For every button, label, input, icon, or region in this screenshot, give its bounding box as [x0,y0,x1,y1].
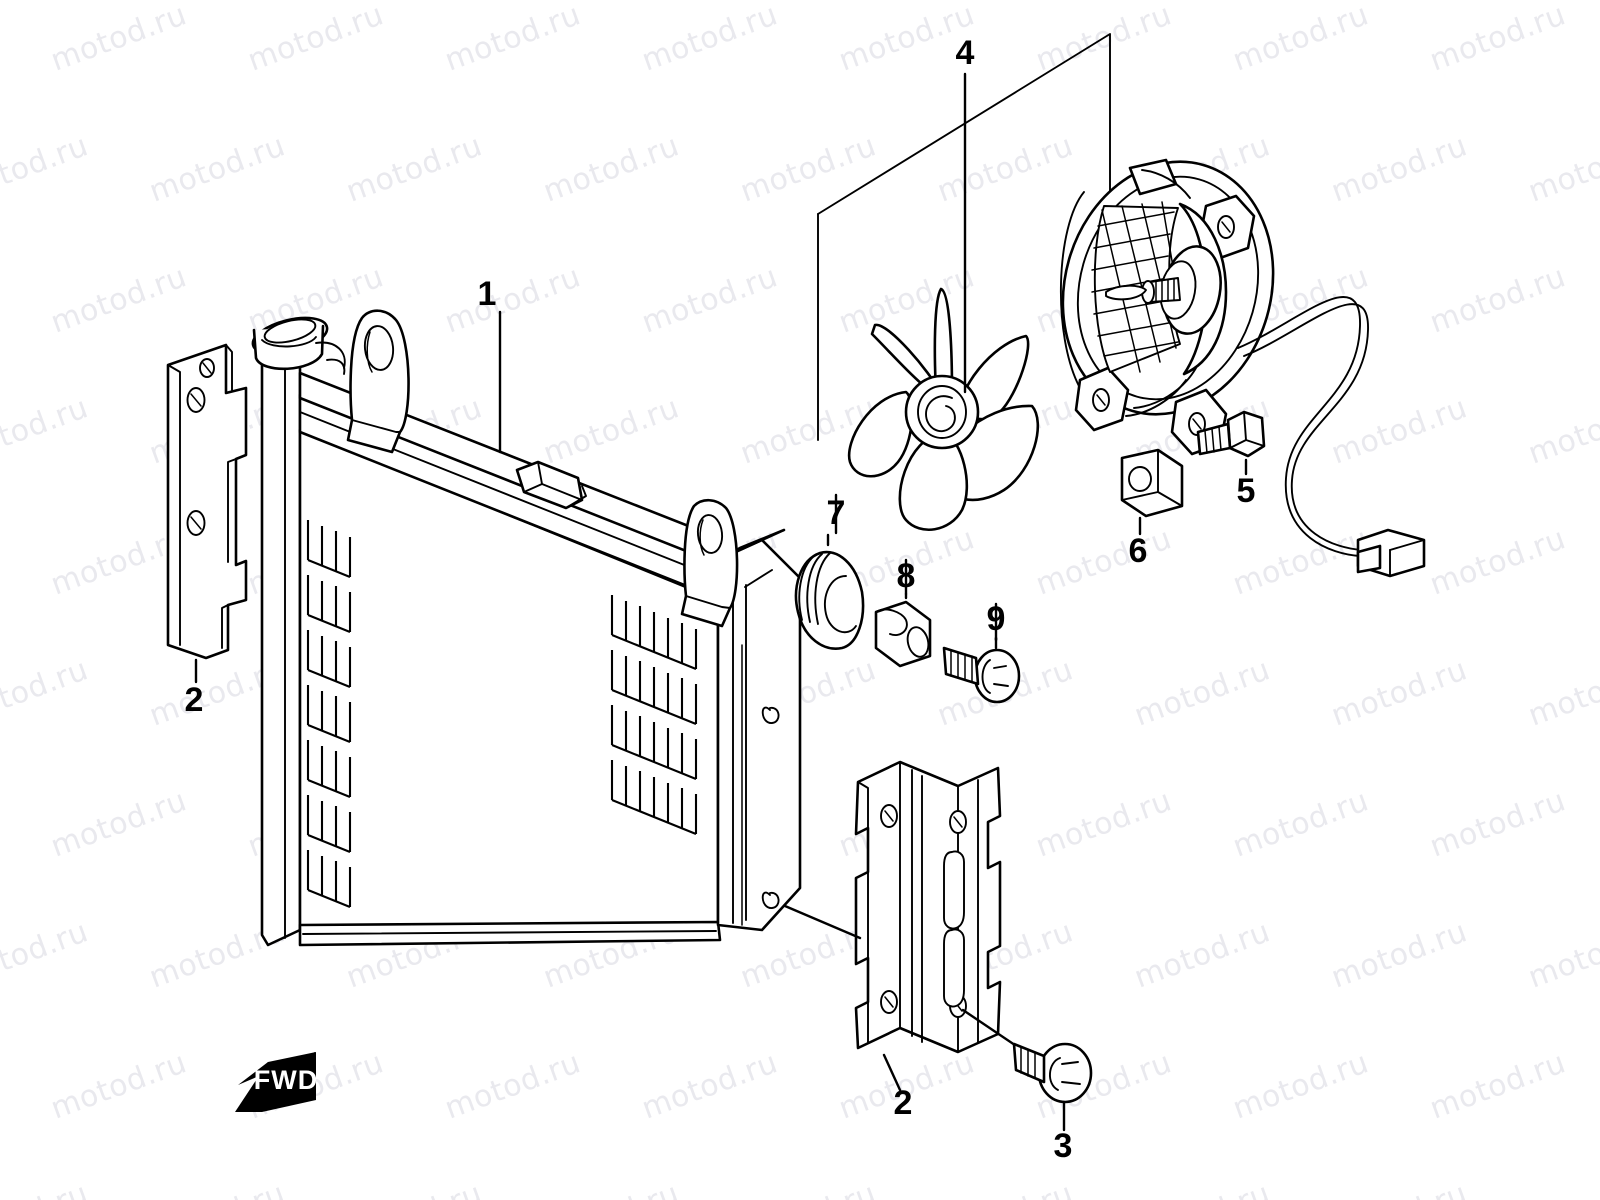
radiator-filler-cap [251,316,329,371]
callout-hex-head-bolt[interactable]: 5 [1237,472,1256,510]
callout-spacer-collar[interactable]: 8 [897,557,916,595]
radiator-fins-right [610,595,698,835]
radiator-mount-tab-left [346,309,410,454]
bracket-right [783,760,1042,1092]
fwd-label: FWD [254,1065,318,1095]
washer-plate [1120,448,1184,536]
radiator-mount-hole-lower [761,891,780,909]
callout-fan-mounting-bolt[interactable]: 9 [987,600,1006,638]
radiator-assembly [251,309,802,947]
cooling-fan-motor-assembly [1059,158,1426,578]
callout-numbers: 1 2 2 3 4 5 6 7 8 9 [185,34,1256,1165]
rubber-grommet [794,493,865,650]
callout-flange-bolt[interactable]: 3 [1054,1127,1073,1165]
callout-radiator-core-assembly[interactable]: 1 [478,275,497,313]
callout-cooling-fan-blade[interactable]: 4 [956,34,975,72]
radiator-hose-clip [515,460,587,510]
cooling-fan-blade [847,72,1040,531]
callout-flat-washer-plate[interactable]: 6 [1129,532,1148,570]
radiator-fins-left [306,520,352,908]
radiator-mount-hole-upper [761,706,780,724]
callout-rubber-mount-grommet[interactable]: 7 [827,494,846,532]
fan-wire-harness [1237,296,1426,578]
flange-bolt [1012,1042,1093,1132]
hex-head-bolt [1196,410,1266,476]
fan-mounting-bolt [942,602,1021,704]
bracket-left [166,343,248,684]
spacer-collar [874,558,932,668]
callout-radiator-mounting-bracket-right[interactable]: 2 [894,1084,913,1122]
callout-radiator-mounting-bracket-left[interactable]: 2 [185,681,204,719]
radiator-mount-tab-right [680,498,739,628]
fwd-marker: FWD [235,1052,318,1112]
